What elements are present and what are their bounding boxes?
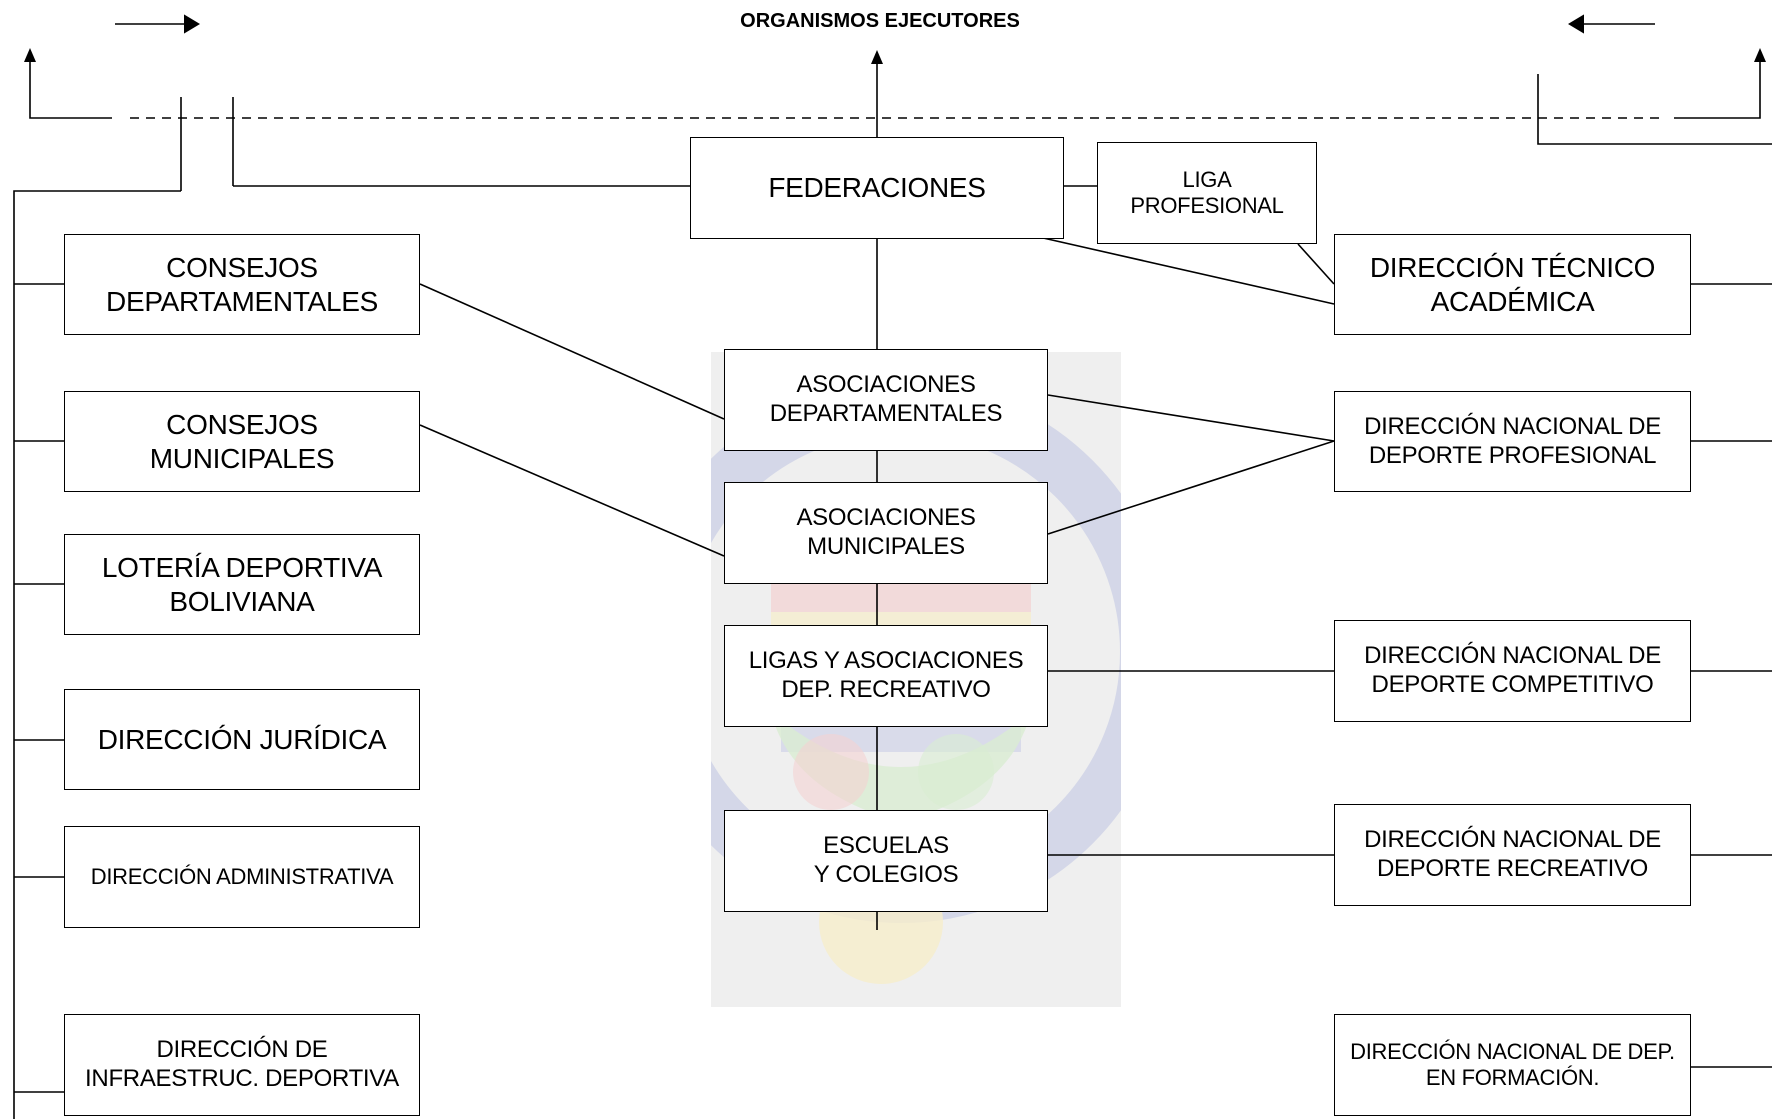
box-direccion-tecnico-academica: DIRECCIÓN TÉCNICO ACADÉMICA	[1334, 234, 1691, 335]
right-bracket	[1537, 74, 1772, 145]
box-direccion-administrativa: DIRECCIÓN ADMINISTRATIVA	[64, 826, 420, 928]
box-dn-deporte-recreativo: DIRECCIÓN NACIONAL DE DEPORTE RECREATIVO	[1334, 804, 1691, 906]
box-dn-deporte-profesional: DIRECCIÓN NACIONAL DE DEPORTE PROFESIONA…	[1334, 391, 1691, 492]
box-consejos-municipales: CONSEJOS MUNICIPALES	[64, 391, 420, 492]
left-spine	[13, 190, 181, 1119]
box-direccion-juridica: DIRECCIÓN JURÍDICA	[64, 689, 420, 790]
box-direccion-infraestructura: DIRECCIÓN DE INFRAESTRUC. DEPORTIVA	[64, 1014, 420, 1116]
box-liga-profesional: LIGA PROFESIONAL	[1097, 142, 1317, 244]
box-dn-deporte-formacion: DIRECCIÓN NACIONAL DE DEP. EN FORMACIÓN.	[1334, 1014, 1691, 1116]
box-loteria-deportiva: LOTERÍA DEPORTIVA BOLIVIANA	[64, 534, 420, 635]
box-escuelas-colegios: ESCUELAS Y COLEGIOS	[724, 810, 1048, 912]
left-corner-line	[29, 56, 112, 119]
box-dn-deporte-competitivo: DIRECCIÓN NACIONAL DE DEPORTE COMPETITIV…	[1334, 620, 1691, 722]
box-federaciones: FEDERACIONES	[690, 137, 1064, 239]
right-corner-line	[1674, 56, 1761, 119]
box-asociaciones-municipales: ASOCIACIONES MUNICIPALES	[724, 482, 1048, 584]
box-consejos-departamentales: CONSEJOS DEPARTAMENTALES	[64, 234, 420, 335]
diagram-heading: ORGANISMOS EJECUTORES	[740, 10, 1020, 32]
box-ligas-asociaciones: LIGAS Y ASOCIACIONES DEP. RECREATIVO	[724, 625, 1048, 727]
box-asociaciones-departamentales: ASOCIACIONES DEPARTAMENTALES	[724, 349, 1048, 451]
